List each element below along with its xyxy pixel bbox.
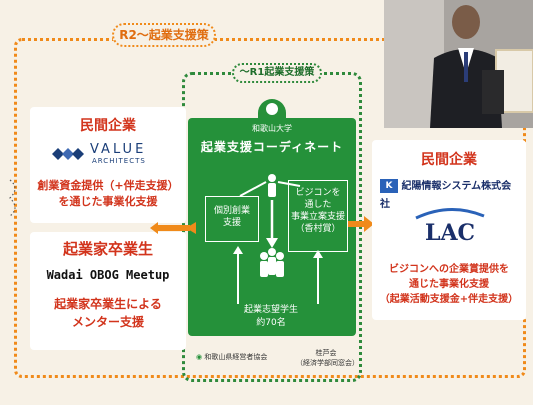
individual-support-line2: 支援: [222, 218, 241, 228]
individual-support-line1: 個別創業: [213, 206, 250, 216]
kisyu-icon: K: [380, 179, 398, 193]
left-company-panel: [30, 107, 186, 223]
alumni-title: 起業家卒業生: [62, 240, 153, 258]
ceremony-photo: [384, 0, 533, 128]
r1-badge: ～R1起業支援策: [232, 63, 322, 83]
students-line1: 起業志望学生: [243, 305, 298, 315]
value-architects-logo: VALUE ARCHITECTS: [46, 142, 176, 168]
university-label: 和歌山大学: [252, 124, 292, 133]
keirokai-sub: （経済学部同窓会）: [296, 359, 359, 367]
right-award-text: ビジコンへの企業賞提供を 通じた事業化支援 （起業活動支援金+伴走支援）: [372, 262, 526, 312]
award-line3: （起業活動支援金+伴走支援）: [379, 294, 519, 305]
left-company-support: 創業資金提供（+伴走支援） を通じた事業化支援: [30, 178, 186, 212]
partner-logos: ◉ 和歌山県経営者協会 桂芦会 （経済学部同窓会）: [188, 348, 359, 378]
right-company-title: 民間企業: [421, 152, 477, 168]
mentor-line2: メンター支援: [71, 315, 144, 329]
kisyu-logo: K 紀陽情報システム株式会社: [380, 178, 520, 210]
keirokai-logo: 桂芦会 （経済学部同窓会）: [296, 348, 359, 368]
award-line2: 通じた事業化支援: [409, 279, 489, 290]
coordinator-title: 起業支援コーディネート: [200, 140, 344, 154]
left-company-title: 民間企業: [80, 118, 136, 134]
vision-line4: （香村賞）: [295, 224, 341, 234]
lac-swoosh-icon: [415, 207, 485, 220]
vision-line1: ビジコンを: [295, 188, 341, 198]
left-connector-bar: [150, 222, 190, 234]
lac-logo: LAC: [410, 206, 490, 256]
students-icon: [260, 248, 284, 277]
vision-support-box: ビジコンを 通した 事業立案支援 （香村賞）: [288, 180, 348, 252]
value-logo-text: VALUE: [90, 142, 147, 157]
arrow-right-icon: [348, 216, 374, 232]
value-logo-sub: ARCHITECTS: [92, 157, 146, 165]
arrow-left-icon: [186, 222, 196, 234]
vision-line3: 事業立案支援: [290, 212, 345, 222]
arrow-to-individual: [239, 181, 267, 197]
coordinator-person-icon: [268, 174, 276, 197]
alumni-panel: [30, 232, 186, 350]
keieisha-icon: ◉: [196, 353, 203, 361]
tower-dot-icon: [266, 103, 278, 115]
keieisha-label: 和歌山県経営者協会: [204, 353, 268, 361]
obog-meetup-logo: Wadai OBOG Meetup: [46, 268, 170, 282]
award-line1: ビジコンへの企業賞提供を: [389, 264, 509, 275]
coordinator-flow: [233, 174, 323, 304]
keieisha-logo: ◉ 和歌山県経営者協会: [196, 352, 286, 362]
kisyu-name: 紀陽情報システム株式会社: [380, 181, 512, 210]
mentor-line1: 起業家卒業生による: [54, 297, 162, 311]
alumni-mentor-text: 起業家卒業生による メンター支援: [30, 295, 186, 333]
right-company-panel: [372, 140, 526, 320]
r2-badge: R2～起業支援策: [112, 23, 216, 47]
connector-dots: [9, 179, 16, 217]
individual-support-box: 個別創業 支援: [205, 196, 259, 242]
left-support-line2: を通じた事業化支援: [58, 195, 158, 208]
photo-image: [384, 0, 533, 128]
students-label: 起業志望学生 約70名: [196, 304, 346, 336]
lac-text: LAC: [424, 220, 476, 246]
value-diamonds-icon: [52, 148, 84, 160]
keirokai-label: 桂芦会: [315, 349, 337, 357]
vision-line2: 通した: [304, 200, 332, 210]
students-line2: 約70名: [256, 318, 286, 328]
left-support-line1: 創業資金提供（+伴走支援）: [37, 179, 179, 192]
